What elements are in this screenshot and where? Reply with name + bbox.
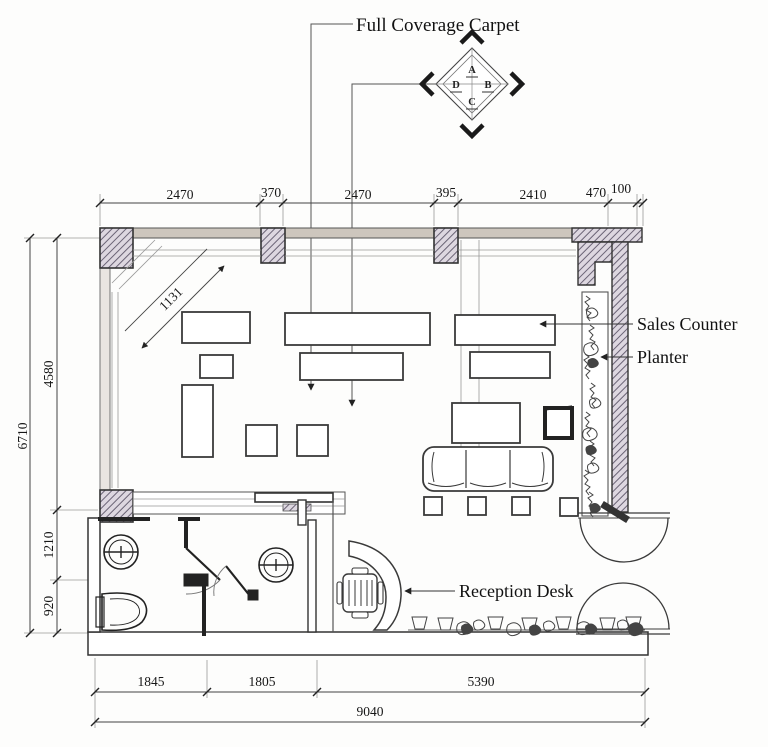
- wall-toilet-left: [87, 517, 101, 633]
- door-toilet-a: [185, 547, 221, 581]
- coffee-table: [451, 402, 521, 444]
- dim-left-1210: 1210: [41, 531, 56, 558]
- dimension-column-left: 6710 4580 1210 920: [15, 233, 100, 638]
- reception-desk: [348, 540, 402, 631]
- table-small: [199, 354, 234, 379]
- sales-counter-label: Sales Counter: [637, 314, 738, 334]
- column-top-left: [99, 227, 134, 269]
- stool-1: [423, 496, 443, 516]
- office-chair: [336, 567, 384, 619]
- column-top-right-l: [577, 241, 614, 286]
- full-coverage-carpet-label: Full Coverage Carpet: [356, 15, 520, 36]
- dim-top-100: 100: [611, 181, 632, 196]
- elevation-letter-b: B: [484, 80, 491, 91]
- planter-right: [581, 291, 609, 518]
- entrance: [576, 501, 670, 635]
- column-top-2: [260, 227, 286, 264]
- dim-bottom-1805: 1805: [249, 674, 276, 689]
- display-counter-1: [181, 311, 251, 344]
- elevation-corner-arrow-bottom: [459, 123, 485, 140]
- elevation-letter-d: D: [452, 80, 460, 91]
- elevation-letter-c: C: [468, 97, 476, 108]
- wall-left: [99, 237, 111, 494]
- wall-right: [611, 241, 629, 513]
- dimension-rows-bottom: 1845 1805 5390 9040: [90, 658, 650, 728]
- dim-top-470: 470: [586, 185, 607, 200]
- toilet-rooms: [95, 517, 294, 636]
- entrance-canopy-upper: [579, 517, 669, 563]
- dim-left-920: 920: [41, 596, 56, 617]
- column-top-right: [571, 227, 643, 243]
- carpet-leader-1: [307, 23, 353, 391]
- dim-top-2470b: 2470: [345, 187, 372, 202]
- reception-desk-label: Reception Desk: [459, 581, 573, 601]
- dim-top-370: 370: [261, 185, 282, 200]
- stool-4: [559, 497, 579, 517]
- sales-counter: [454, 314, 556, 346]
- dim-left-4580: 4580: [41, 360, 56, 387]
- dim-bottom-1845: 1845: [138, 674, 165, 689]
- planter-label: Planter: [637, 347, 688, 367]
- display-block-1: [245, 424, 278, 457]
- callouts: Sales Counter Planter Reception Desk: [404, 314, 738, 601]
- dim-left-6710: 6710: [15, 422, 30, 449]
- sink-b: [258, 547, 294, 583]
- dim-top-395: 395: [436, 185, 457, 200]
- display-table-mid: [299, 352, 404, 381]
- elevation-letter-a: A: [468, 65, 476, 76]
- column-top-3: [433, 227, 459, 264]
- display-rack-tall: [181, 384, 214, 458]
- sofa: [422, 446, 554, 492]
- showroom-furniture: [181, 311, 579, 517]
- carpet-annotation: Full Coverage Carpet: [307, 15, 520, 407]
- wall-bottom: [87, 631, 649, 656]
- elevation-corner-arrow-top: [459, 28, 485, 45]
- dim-bottom-9040: 9040: [357, 704, 384, 719]
- entrance-door-leaf: [600, 501, 630, 523]
- tv-unit: [543, 405, 574, 440]
- door-toilet-b: [225, 565, 251, 597]
- stool-3: [511, 496, 531, 516]
- carpet-leader-2: [348, 83, 436, 407]
- display-table-right: [469, 351, 551, 379]
- dim-top-2410: 2410: [520, 187, 547, 202]
- planter-bottom: [408, 616, 645, 637]
- wall-top: [99, 227, 643, 239]
- dim-bottom-5390: 5390: [468, 674, 495, 689]
- stool-2: [467, 496, 487, 516]
- entrance-canopy-lower: [576, 582, 670, 630]
- wall-toilet-right: [307, 519, 317, 633]
- display-block-2: [296, 424, 329, 457]
- elevation-corner-arrow-left: [418, 71, 435, 97]
- display-counter-2: [284, 312, 431, 346]
- elevation-symbol: A B C D: [418, 28, 526, 140]
- dim-top-2470a: 2470: [167, 187, 194, 202]
- elevation-corner-arrow-right: [509, 71, 526, 97]
- walls: 1131: [87, 227, 649, 656]
- toilet-fixture: [95, 592, 148, 632]
- sink-a: [103, 534, 139, 570]
- reception-area: [336, 540, 402, 631]
